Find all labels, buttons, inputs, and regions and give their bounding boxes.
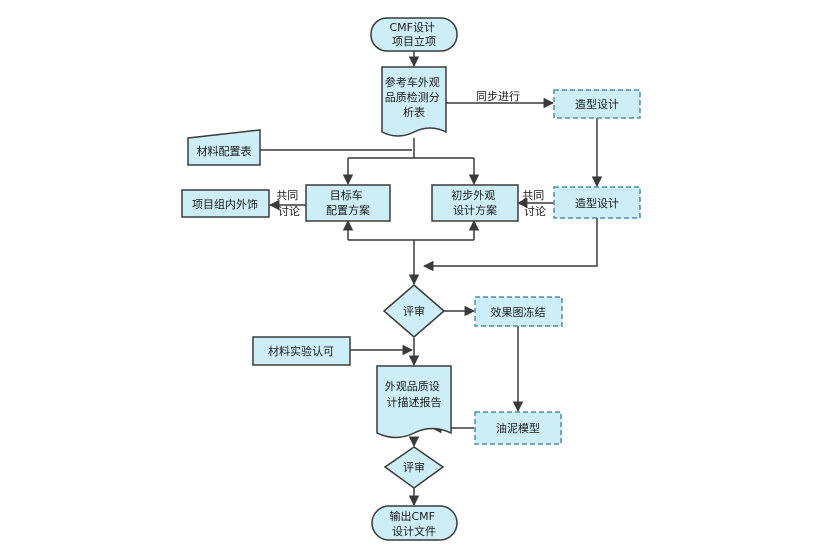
- node-review2-label: 评审: [403, 460, 425, 474]
- node-clay-model: 油泥模型: [474, 411, 562, 445]
- node-material-test-label: 材料实验认可: [268, 344, 334, 358]
- node-ref-doc: 参考车外观 品质检测分 析表: [381, 66, 447, 137]
- node-render-freeze: 效果图冻结: [474, 296, 563, 327]
- node-prelim-design-label: 初步外观 设计方案: [451, 188, 499, 217]
- edge-label-sync: 同步进行: [476, 90, 520, 103]
- node-interior-team: 项目组内外饰: [181, 189, 270, 218]
- node-review1-label: 评审: [403, 304, 425, 318]
- node-review2: 评审: [383, 446, 445, 489]
- node-interior-team-label: 项目组内外饰: [192, 197, 258, 211]
- node-styling2-label: 造型设计: [575, 196, 619, 210]
- node-clay-model-label: 油泥模型: [496, 421, 540, 435]
- node-end-label: 输出CMF 设计文件: [390, 509, 439, 538]
- node-start-label: CMF设计 项目立项: [390, 21, 439, 48]
- node-ref-doc-label: 参考车外观 品质检测分 析表: [385, 75, 444, 119]
- node-report-doc-label: 外观品质设 计描述报告: [385, 380, 444, 409]
- node-styling2: 造型设计: [553, 186, 641, 219]
- node-render-freeze-label: 效果图冻结: [491, 305, 546, 319]
- node-prelim-design: 初步外观 设计方案: [431, 184, 519, 222]
- node-styling1-label: 造型设计: [575, 97, 619, 111]
- node-material-test: 材料实验认可: [252, 336, 351, 366]
- node-target-car: 目标车 配置方案: [305, 184, 391, 222]
- node-report-doc: 外观品质设 计描述报告: [376, 365, 452, 439]
- node-styling1: 造型设计: [553, 89, 641, 119]
- node-review1: 评审: [382, 284, 446, 338]
- node-material-config-label: 材料配置表: [197, 144, 252, 158]
- node-material-config: 材料配置表: [187, 129, 261, 166]
- connectors: [260, 51, 603, 507]
- node-target-car-label: 目标车 配置方案: [326, 188, 370, 217]
- edge-styling2-feedback: [422, 218, 598, 272]
- edge-label-discuss-left: 共同 讨论: [276, 189, 302, 218]
- edge-label-discuss-right: 共同 讨论: [522, 189, 548, 218]
- node-start: CMF设计 项目立项: [370, 17, 458, 52]
- node-end: 输出CMF 设计文件: [371, 505, 458, 541]
